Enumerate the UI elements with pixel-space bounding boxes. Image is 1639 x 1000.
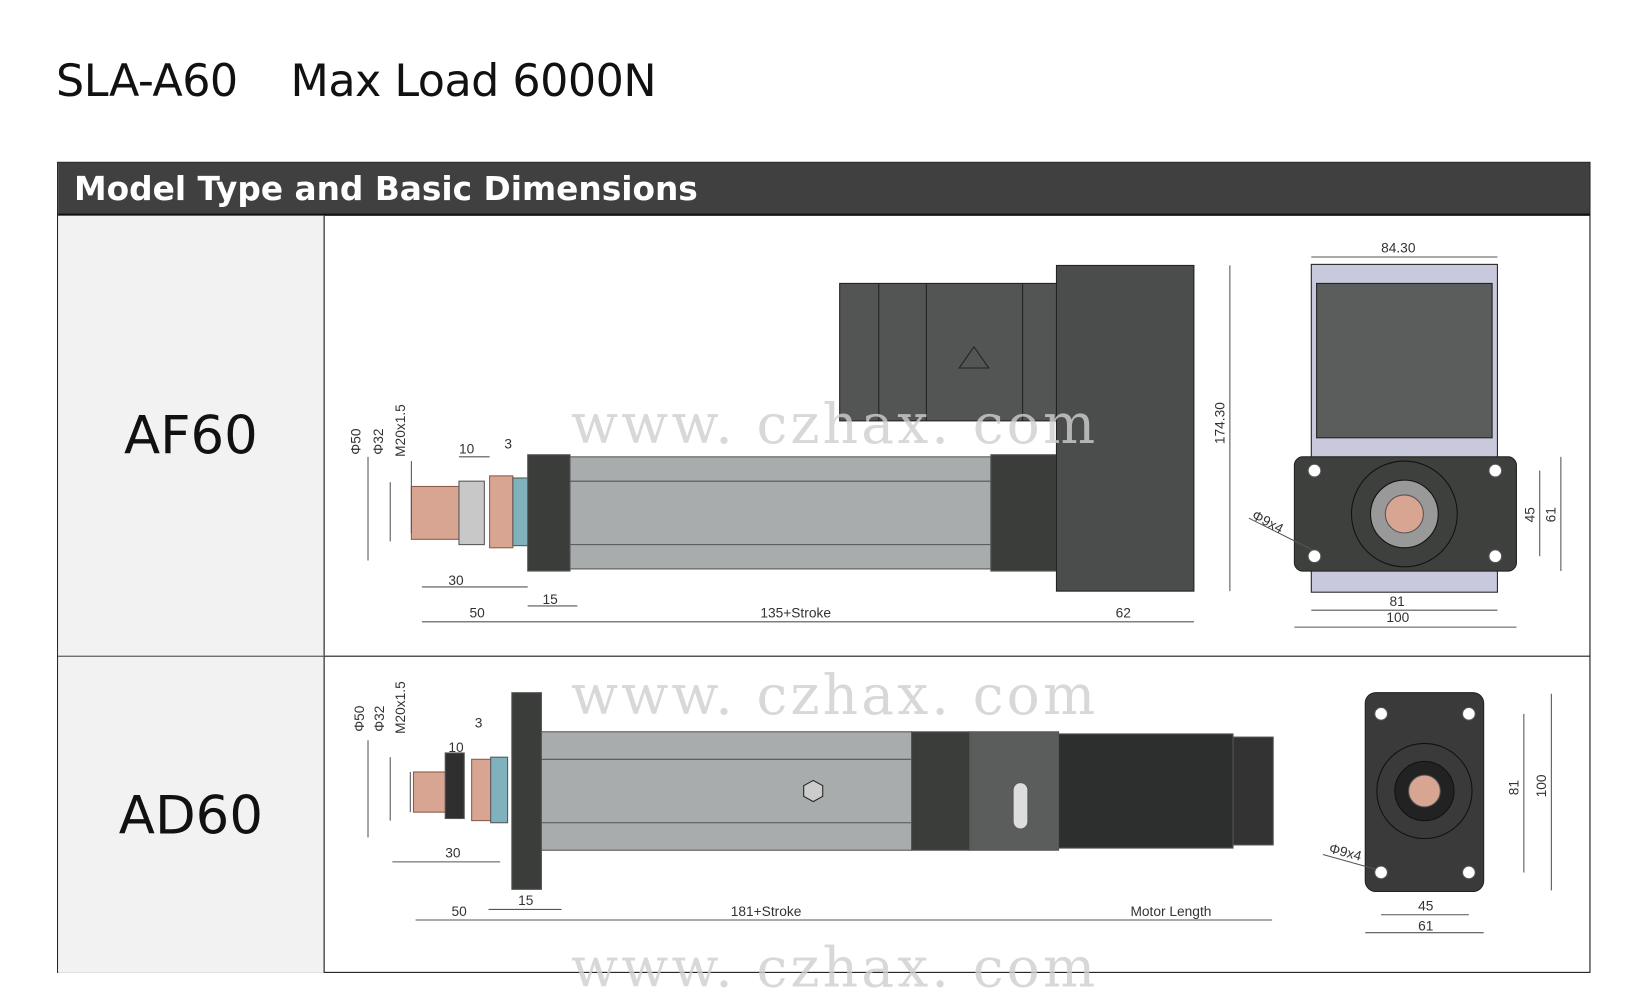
dim-62: 62 (1116, 606, 1131, 621)
dim-81: 81 (1507, 780, 1522, 795)
dimensions-table: Model Type and Basic Dimensions AF60 (57, 161, 1591, 973)
dim-61: 61 (1544, 507, 1559, 522)
dim-thread: M20x1.5 (393, 681, 408, 734)
page-title: SLA-A60 Max Load 6000N (56, 55, 709, 107)
dim-30: 30 (445, 846, 461, 861)
table-header: Model Type and Basic Dimensions (58, 162, 1590, 216)
dim-61: 61 (1418, 919, 1433, 934)
dim-3: 3 (475, 716, 483, 731)
model-label: AD60 (58, 656, 325, 973)
dim-100: 100 (1386, 610, 1409, 625)
dim-3: 3 (504, 436, 512, 451)
dim-motor-length: Motor Length (1130, 904, 1211, 919)
max-load: Max Load 6000N (290, 54, 657, 107)
af60-technical-drawing: Φ50 Φ32 M20x1.5 10 3 30 50 15 135+Stroke… (349, 241, 1562, 628)
dim-81: 81 (1390, 594, 1405, 609)
ad60-drawing: Φ50 Φ32 M20x1.5 10 3 30 50 15 181+Stroke… (325, 657, 1590, 973)
model-name: SLA-A60 (56, 54, 238, 107)
dim-10: 10 (459, 442, 475, 457)
dim-15: 15 (542, 592, 558, 607)
dim-body: 135+Stroke (760, 606, 831, 621)
dim-45: 45 (1418, 899, 1434, 914)
model-label: AF60 (58, 215, 325, 656)
dim-width: 84.30 (1381, 241, 1416, 256)
watermark: www. czhax. com (571, 936, 1099, 1000)
dim-body: 181+Stroke (731, 904, 802, 919)
dim-50: 50 (452, 904, 468, 919)
dim-50: 50 (470, 606, 486, 621)
ad60-technical-drawing: Φ50 Φ32 M20x1.5 10 3 30 50 15 181+Stroke… (352, 681, 1552, 934)
dim-d50: Φ50 (349, 428, 364, 455)
dim-15: 15 (518, 893, 534, 908)
dim-30: 30 (448, 573, 464, 588)
dim-holes: Φ9x4 (1250, 508, 1287, 537)
dim-10: 10 (448, 740, 464, 755)
dim-thread: M20x1.5 (393, 404, 408, 457)
watermark: www. czhax. com (571, 664, 1099, 728)
watermark: www. czhax. com (571, 393, 1099, 457)
dim-d32: Φ32 (372, 706, 387, 732)
dim-d32: Φ32 (371, 428, 386, 454)
dim-d50: Φ50 (352, 705, 367, 732)
af60-drawing: Φ50 Φ32 M20x1.5 10 3 30 50 15 135+Stroke… (325, 216, 1590, 656)
dim-100: 100 (1534, 774, 1549, 797)
table-row-af60: AF60 (58, 215, 1590, 657)
table-row-ad60: AD60 (58, 656, 1590, 973)
dim-height: 174.30 (1213, 402, 1228, 444)
dim-45: 45 (1522, 507, 1537, 523)
